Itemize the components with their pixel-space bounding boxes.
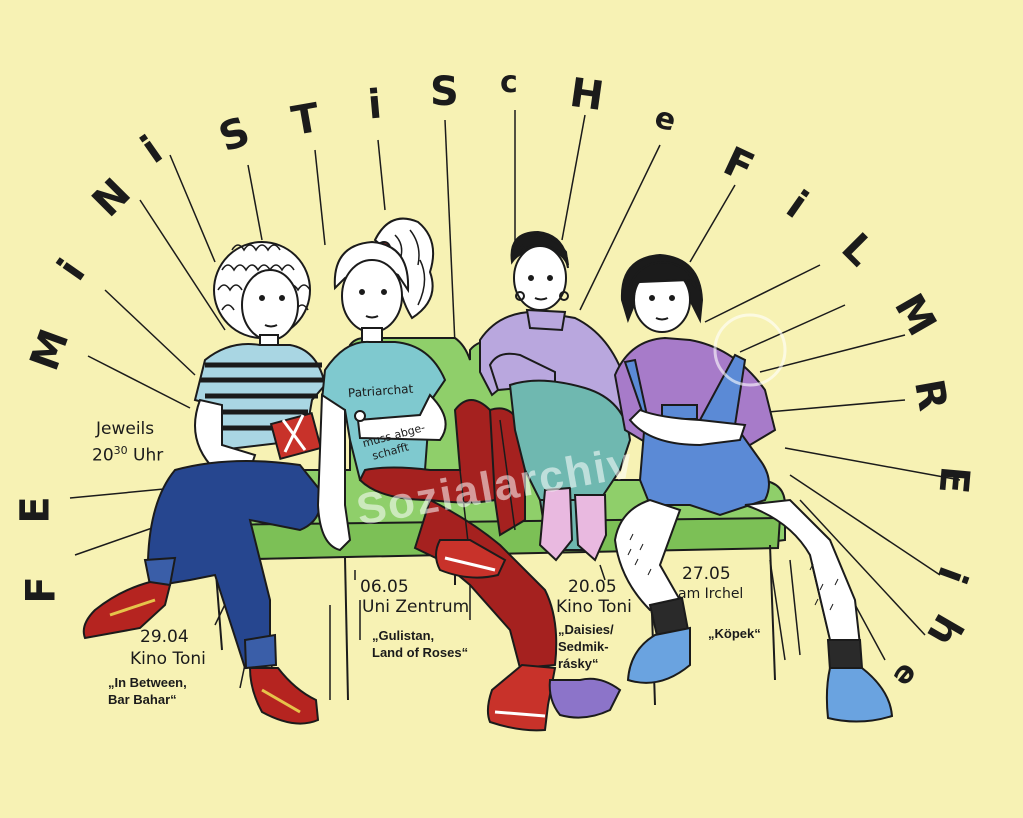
screening-1-venue: Kino Toni bbox=[130, 649, 206, 669]
watermark-seal bbox=[713, 313, 787, 387]
screening-4-venue: am Irchel bbox=[678, 586, 744, 602]
figure-teal-shirt bbox=[316, 217, 558, 732]
time-info-line2: 2030 Uhr bbox=[92, 444, 164, 466]
screening-2-venue: Uni Zentrum bbox=[362, 597, 470, 617]
figure-striped-shirt bbox=[82, 241, 327, 725]
title-letter: E bbox=[929, 464, 978, 496]
figure-dotted-sweater bbox=[479, 230, 642, 719]
screening-2-film-line2: Land of Roses“ bbox=[372, 645, 469, 660]
time-info-line1: Jeweils bbox=[96, 419, 155, 439]
screening-3-venue: Kino Toni bbox=[556, 597, 632, 617]
title-letter: E bbox=[12, 496, 59, 524]
screening-3-date: 20.05 bbox=[568, 577, 617, 597]
title-letter: c bbox=[500, 65, 518, 100]
screening-2-date: 06.05 bbox=[360, 577, 409, 597]
time-unit: Uhr bbox=[133, 445, 164, 466]
screening-4-date: 27.05 bbox=[682, 564, 731, 584]
figure-overalls bbox=[613, 253, 894, 723]
screening-1-film-line1: „In Between, bbox=[108, 675, 187, 690]
time-minutes: 30 bbox=[113, 444, 128, 457]
title-letter: H bbox=[566, 69, 607, 121]
screening-3-film-line3: rásky“ bbox=[558, 656, 599, 671]
screening-3-film-line2: Sedmik- bbox=[558, 639, 609, 654]
screening-1-date: 29.04 bbox=[140, 627, 189, 647]
screening-1-film-line2: Bar Bahar“ bbox=[108, 692, 177, 707]
time-hour: 20 bbox=[92, 445, 114, 466]
screening-2-film-line1: „Gulistan, bbox=[372, 628, 435, 643]
title-letter: S bbox=[430, 69, 459, 115]
screening-4-film-line1: „Köpek“ bbox=[708, 626, 761, 641]
title-letter: F bbox=[18, 576, 65, 604]
screening-3-film-line1: „Daisies/ bbox=[558, 622, 614, 637]
